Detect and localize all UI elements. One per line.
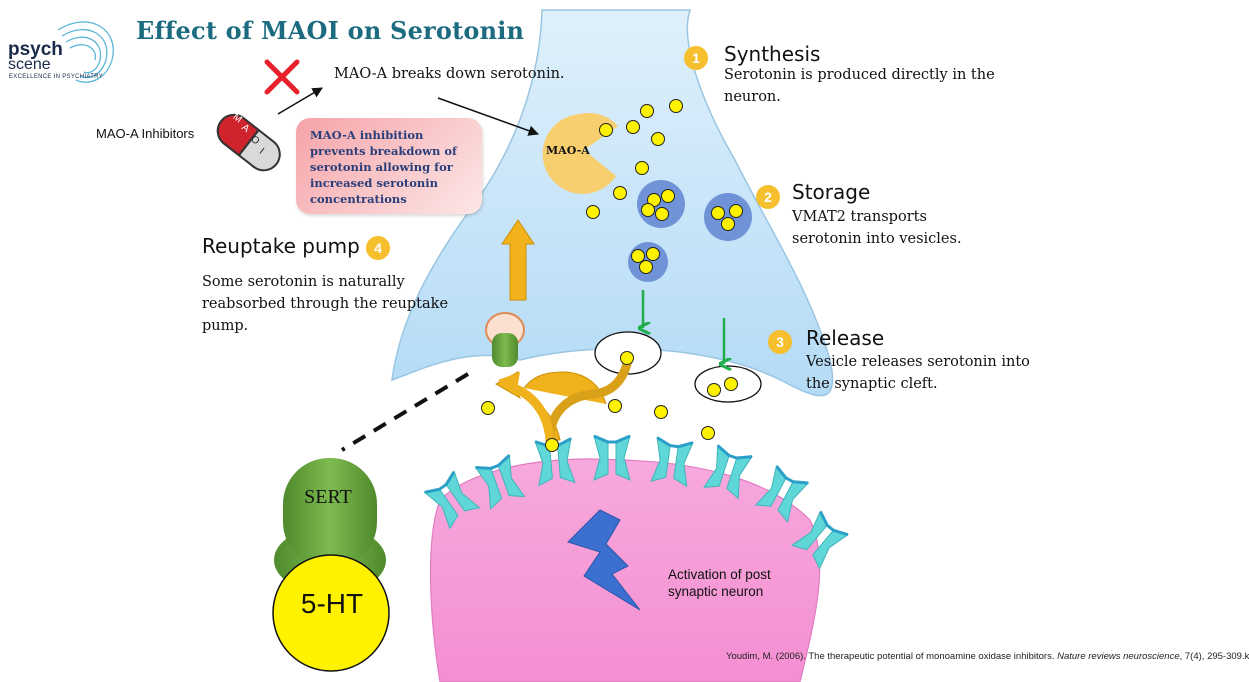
serotonin-molecule: [608, 399, 622, 413]
serotonin-molecule: [724, 377, 738, 391]
diagram-stage: psych scene EXCELLENCE IN PSYCHIATRY M A…: [8, 9, 1249, 682]
diagram-svg: [57, 9, 850, 682]
serotonin-molecule: [613, 186, 627, 200]
serotonin-molecule: [620, 351, 634, 365]
sert-connector-dashed: [340, 372, 470, 452]
callout-text: MAO-A inhibition prevents breakdown of s…: [310, 128, 457, 206]
step-text-storage: VMAT2 transports serotonin into vesicles…: [792, 209, 962, 247]
serotonin-molecule: [669, 99, 683, 113]
step-badge-1: 1: [684, 46, 708, 70]
receptor-icon: [593, 434, 631, 481]
reuptake-up-arrow: [501, 219, 535, 301]
reuptake-arrowhead: [498, 372, 520, 396]
logo-line2: scene: [8, 56, 51, 73]
serotonin-molecule: [639, 260, 653, 274]
blocked-cross-icon: [264, 59, 300, 95]
step-title-reuptake: Reuptake pump: [202, 234, 360, 258]
logo-tagline: EXCELLENCE IN PSYCHIATRY: [9, 74, 104, 80]
serotonin-molecule: [661, 189, 675, 203]
serotonin-5ht-label: 5-HT: [300, 588, 364, 619]
serotonin-molecule: [640, 104, 654, 118]
step-badge-4: 4: [366, 236, 390, 260]
reuptake-pump-body: [492, 333, 518, 367]
serotonin-molecule: [729, 204, 743, 218]
receptor-icon: [703, 444, 753, 500]
sert-label: SERT: [304, 486, 352, 508]
receptor-icon: [790, 510, 850, 570]
serotonin-molecule: [641, 203, 655, 217]
serotonin-molecule: [654, 405, 668, 419]
receptor-row: [423, 434, 850, 570]
postsynaptic-neuron: [429, 458, 821, 682]
serotonin-molecule: [631, 249, 645, 263]
serotonin-molecule: [711, 206, 725, 220]
serotonin-molecule: [651, 132, 665, 146]
reuptake-curve-arrow-right: [545, 355, 633, 445]
page-title: Effect of MAOI on Serotonin: [136, 16, 525, 45]
step-text-reuptake: Some serotonin is naturally reabsorbed t…: [202, 274, 449, 334]
inhibitor-label: MAO-A Inhibitors: [96, 126, 195, 141]
lightning-icon: [567, 509, 641, 611]
serotonin-molecule: [599, 123, 613, 137]
inhibitor-arrow: [277, 87, 323, 115]
serotonin-molecule: [545, 438, 559, 452]
breakdown-arrow: [437, 97, 539, 136]
serotonin-molecule: [586, 205, 600, 219]
citation-authors: Youdim, M. (2006). The therapeutic poten…: [726, 651, 1058, 662]
step-badge-3: 3: [768, 330, 792, 354]
maoi-pill-icon: [216, 113, 281, 172]
receptor-icon: [754, 465, 810, 523]
serotonin-molecule: [721, 217, 735, 231]
logo-line1: psych: [8, 39, 63, 60]
serotonin-molecule: [635, 161, 649, 175]
citation-journal: Nature reviews neuroscience: [1057, 651, 1180, 662]
step-title-storage: Storage: [792, 180, 871, 204]
serotonin-molecule: [655, 207, 669, 221]
serotonin-molecules: [481, 99, 743, 452]
citation-rest: , 7(4), 295-309.k: [1179, 651, 1249, 662]
logo: psych scene: [8, 39, 63, 73]
serotonin-molecule: [481, 401, 495, 415]
serotonin-molecule: [701, 426, 715, 440]
receptor-icon: [474, 454, 526, 510]
citation: Youdim, M. (2006). The therapeutic poten…: [726, 651, 1249, 662]
step-title-synthesis: Synthesis: [724, 42, 821, 66]
receptor-icon: [423, 470, 481, 530]
activation-text: Activation of post synaptic neuron: [668, 567, 771, 599]
logo-swirl-icon: [57, 21, 114, 83]
receptor-icon: [650, 436, 694, 488]
breakdown-text: MAO-A breaks down serotonin.: [334, 66, 565, 82]
serotonin-molecule: [626, 120, 640, 134]
maoi-callout: MAO-A inhibition prevents breakdown of s…: [296, 118, 482, 214]
serotonin-molecule: [646, 247, 660, 261]
step-title-release: Release: [806, 326, 885, 350]
step-text-synthesis: Serotonin is produced directly in the ne…: [724, 67, 995, 105]
serotonin-molecule: [707, 383, 721, 397]
step-text-release: Vesicle releases serotonin into the syna…: [806, 354, 1030, 392]
reuptake-curve-arrow-left: [512, 383, 555, 441]
maoa-label: MAO-A: [546, 144, 590, 157]
maoa-enzyme-icon: [542, 113, 618, 194]
serotonin-5ht-large: [272, 554, 390, 672]
step-badge-2: 2: [756, 185, 780, 209]
